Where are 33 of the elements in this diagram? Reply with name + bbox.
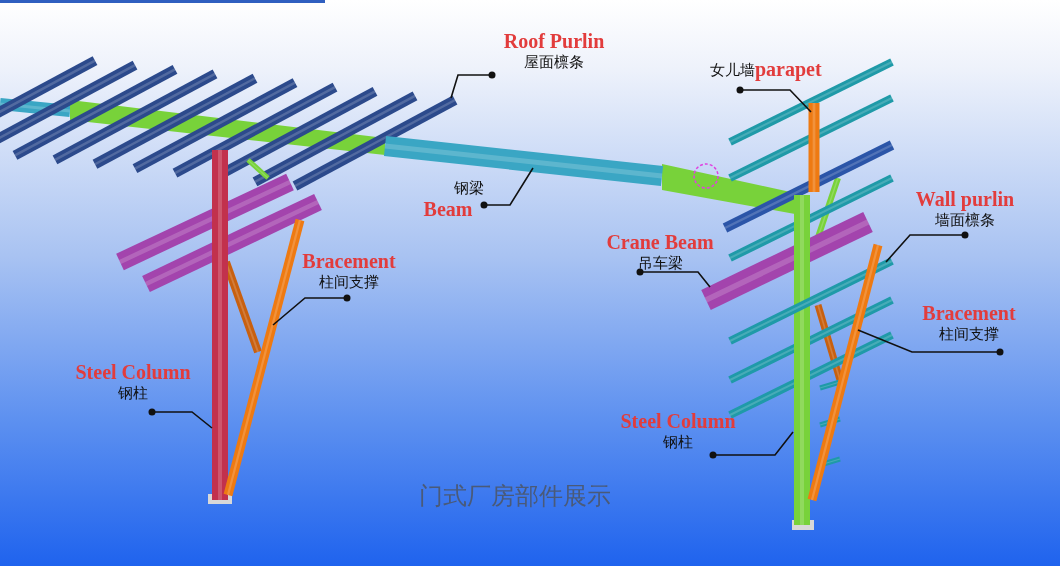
callout-label: 吊车梁 [637,253,683,273]
callout-label: Wall purlin [915,188,1015,210]
callout-label: Crane Beam [606,231,714,253]
callout-label: Beam [423,198,473,220]
steel-member [808,103,820,192]
callout-label: Roof Purlin [503,30,605,52]
leader-line [148,408,213,429]
leader-line [885,231,969,263]
callout-label: 屋面檩条 [524,52,584,72]
leader-line [736,86,812,113]
leader-line [709,431,794,459]
callout-label: 钢梁 [454,178,484,198]
leader-line [636,268,711,288]
callout-label: Bracement [302,250,396,272]
leader-line [480,167,534,209]
callout-label: 钢柱 [118,383,148,403]
steel-member [807,243,883,502]
caption: 门式厂房部件展示 [418,481,612,512]
leader-line [450,71,496,99]
callout-label: 柱间支撑 [939,324,999,344]
callout-label: Steel Column [75,361,191,383]
callout-label: Bracement [922,302,1016,324]
leader-line [272,294,351,326]
callout-label: 女儿墙 [710,60,755,79]
callout-label: parapet [755,58,822,80]
callout-label: 墙面檩条 [935,211,995,230]
callout-label: 钢柱 [663,432,693,452]
callout-label: Steel Column [620,410,736,432]
leader-line [857,329,1004,356]
steel-member [212,150,228,500]
steel-member [728,257,894,345]
callout-label: 柱间支撑 [319,272,379,292]
steel-member [794,195,810,525]
